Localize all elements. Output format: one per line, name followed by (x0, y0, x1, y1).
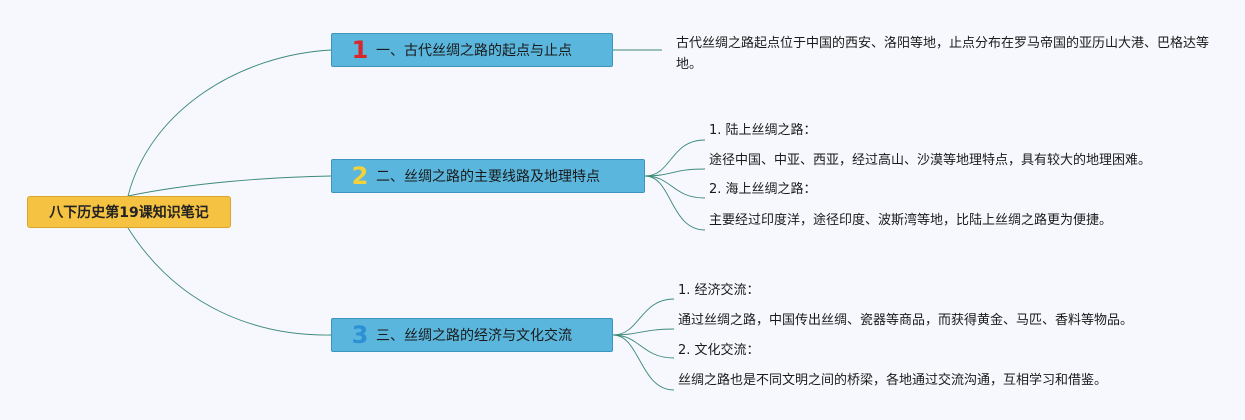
connector-topic-2-item-2 (644, 168, 706, 177)
topic-node-3[interactable]: 3 三、丝绸之路的经济与文化交流 (331, 318, 613, 352)
connector-topic-2-item-4 (644, 175, 706, 231)
connector-topic-3-item-3 (612, 334, 675, 359)
number-1-icon: 1 (351, 36, 369, 64)
topic-label: 二、丝绸之路的主要线路及地理特点 (376, 169, 600, 185)
connector-topic-3-item-1 (612, 298, 675, 336)
topic-label: 一、古代丝绸之路的起点与止点 (376, 43, 572, 59)
topic-3-item-3[interactable]: 2. 文化交流： (678, 343, 760, 358)
topic-2-item-4[interactable]: 主要经过印度洋，途径印度、波斯湾等地，比陆上丝绸之路更为便捷。 (709, 213, 1113, 228)
topic-node-2[interactable]: 2 二、丝绸之路的主要线路及地理特点 (331, 159, 645, 193)
number-3-icon: 3 (351, 321, 369, 349)
topic-3-item-2[interactable]: 通过丝绸之路，中国传出丝绸、瓷器等商品，而获得黄金、马匹、香料等物品。 (678, 313, 1134, 328)
topic-3-item-1[interactable]: 1. 经济交流： (678, 283, 760, 298)
number-2-icon: 2 (351, 162, 369, 190)
connector-topic-2-item-1 (644, 139, 706, 177)
connector-topic-2-item-3 (644, 175, 706, 199)
topic-2-item-1[interactable]: 1. 陆上丝绸之路： (709, 123, 817, 138)
root-label: 八下历史第19课知识笔记 (49, 205, 209, 221)
connector-topic-3-item-4 (612, 334, 675, 391)
topic-node-1[interactable]: 1 一、古代丝绸之路的起点与止点 (331, 33, 613, 67)
connector-root-topic-3 (127, 227, 332, 336)
topic-2-item-3[interactable]: 2. 海上丝绸之路： (709, 182, 817, 197)
topic-1-description[interactable]: 古代丝绸之路起点位于中国的西安、洛阳等地，止点分布在罗马帝国的亚历山大港、巴格达… (676, 36, 1210, 72)
root-node[interactable]: 八下历史第19课知识笔记 (27, 196, 231, 228)
topic-2-item-2[interactable]: 途径中国、中亚、西亚，经过高山、沙漠等地理特点，具有较大的地理困难。 (709, 153, 1152, 168)
connector-root-topic-1 (127, 49, 332, 197)
connector-topic-3-item-2 (612, 328, 675, 336)
connector-root-topic-2 (127, 175, 332, 197)
topic-3-item-4[interactable]: 丝绸之路也是不同文明之间的桥梁，各地通过交流沟通，互相学习和借鉴。 (678, 373, 1108, 388)
topic-label: 三、丝绸之路的经济与文化交流 (376, 328, 572, 344)
